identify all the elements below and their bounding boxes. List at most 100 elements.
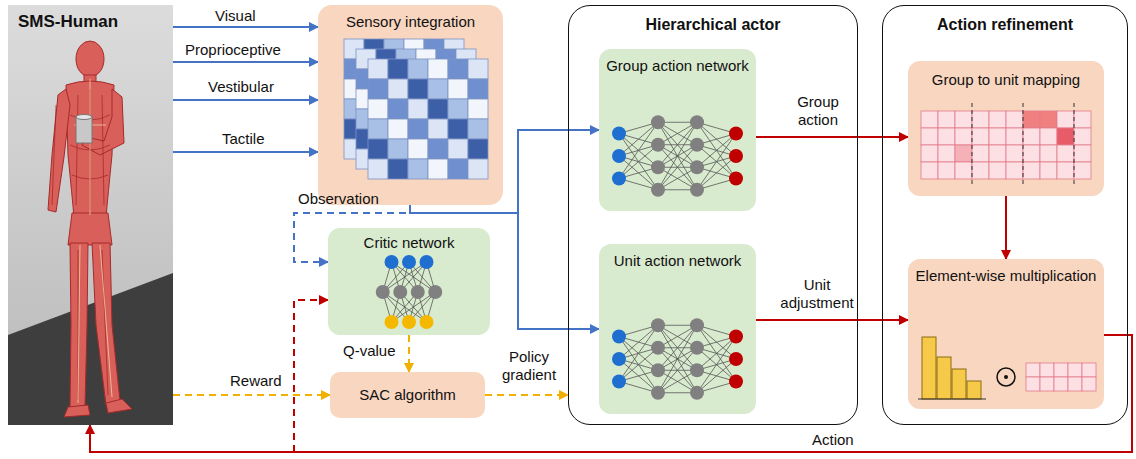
unit-cell <box>1040 377 1054 391</box>
node-illustration <box>8 5 173 425</box>
network-link <box>658 325 697 393</box>
unit-cell <box>1023 162 1040 179</box>
model-panel: SMS-Human <box>8 5 173 425</box>
unit-cell <box>938 111 955 128</box>
scale-bar <box>922 337 936 399</box>
human-figure-part <box>90 79 91 215</box>
unit-cell <box>989 145 1006 162</box>
feature-cell <box>368 139 388 159</box>
network-neuron <box>651 318 665 332</box>
process-box: Sensory integration <box>318 5 503 205</box>
unit-cell <box>955 162 972 179</box>
unit-cell <box>1006 128 1023 145</box>
multiply-symbol <box>1004 375 1008 379</box>
unit-cell <box>938 162 955 179</box>
network-neuron <box>612 352 626 366</box>
network-link <box>658 325 697 393</box>
network-link <box>619 359 658 393</box>
scale-bar <box>967 381 981 399</box>
scale-bar <box>937 357 951 399</box>
human-figure-part <box>102 95 104 205</box>
human-figure-part <box>76 95 78 205</box>
connector-arrow <box>756 319 908 321</box>
network-neuron <box>651 341 665 355</box>
unit-cell <box>1057 145 1074 162</box>
network-neuron <box>612 149 626 163</box>
network-neuron <box>651 138 665 152</box>
feature-cell <box>448 139 468 159</box>
feature-cell <box>388 159 408 179</box>
feature-cell <box>388 79 408 99</box>
unit-cell <box>1068 377 1082 391</box>
feature-cell <box>448 59 468 79</box>
network-neuron <box>729 375 743 389</box>
human-figure-part <box>92 243 120 405</box>
unit-cell <box>1057 128 1074 145</box>
feature-cell <box>408 99 428 119</box>
group-frame: Action refinementGroup to unit mappingEl… <box>882 5 1128 425</box>
network-neuron <box>393 285 407 299</box>
panel-title: SMS-Human <box>18 13 118 31</box>
unit-cell <box>1026 363 1040 377</box>
connector-arrow <box>173 99 318 101</box>
connector-arrow <box>173 26 318 28</box>
network-neuron <box>690 386 704 400</box>
feature-cell <box>428 159 448 179</box>
edge-label: Q-value <box>343 342 396 360</box>
human-figure-part <box>48 41 132 417</box>
unit-cell <box>1082 363 1096 377</box>
human-figure-part <box>100 245 112 397</box>
feature-cell <box>368 79 388 99</box>
connector-arrow <box>408 335 410 372</box>
connector-arrow <box>294 300 328 452</box>
edge-label: Proprioceptive <box>185 41 281 59</box>
unit-cell <box>972 128 989 145</box>
unit-cell <box>1074 128 1091 145</box>
edge-label: Tactile <box>222 130 265 148</box>
feature-cell <box>408 139 428 159</box>
unit-cell <box>1082 377 1096 391</box>
feature-cell <box>468 159 488 179</box>
feature-cell <box>468 59 488 79</box>
network-neuron <box>690 115 704 129</box>
network-link <box>619 348 658 382</box>
unit-cell <box>955 128 972 145</box>
human-figure-part <box>74 79 112 403</box>
feature-cell <box>468 79 488 99</box>
edge-label: Policy gradient <box>494 348 564 384</box>
human-figure-part <box>68 213 112 245</box>
network-neuron <box>651 183 665 197</box>
feature-cell <box>468 99 488 119</box>
human-figure-part <box>48 89 70 212</box>
network-neuron <box>690 183 704 197</box>
unit-cell <box>1068 363 1082 377</box>
unit-cell <box>1040 162 1057 179</box>
human-figure-part <box>52 89 110 400</box>
network-box: Unit action network <box>599 244 756 414</box>
network-link <box>658 122 697 190</box>
network-neuron <box>690 341 704 355</box>
feature-cell <box>448 99 468 119</box>
unit-cell <box>1040 128 1057 145</box>
feature-cell <box>408 79 428 99</box>
unit-cell <box>1057 162 1074 179</box>
unit-cell <box>972 162 989 179</box>
network-neuron <box>385 315 399 329</box>
unit-cell <box>1040 145 1057 162</box>
multiply-symbol <box>997 368 1015 386</box>
unit-cell <box>921 162 938 179</box>
network-neuron <box>651 115 665 129</box>
edge-label: Visual <box>215 7 256 25</box>
human-figure-part <box>70 243 88 409</box>
unit-cell <box>972 145 989 162</box>
unit-cell <box>938 128 955 145</box>
unit-cell <box>1006 145 1023 162</box>
unit-cell <box>1040 363 1054 377</box>
network-box: Critic network <box>328 228 490 335</box>
human-figure-part <box>76 117 92 143</box>
network-link <box>697 156 736 190</box>
group-frame: Hierarchical actorGroup action networkUn… <box>568 5 858 425</box>
network-neuron <box>428 285 442 299</box>
feature-cell <box>368 119 388 139</box>
